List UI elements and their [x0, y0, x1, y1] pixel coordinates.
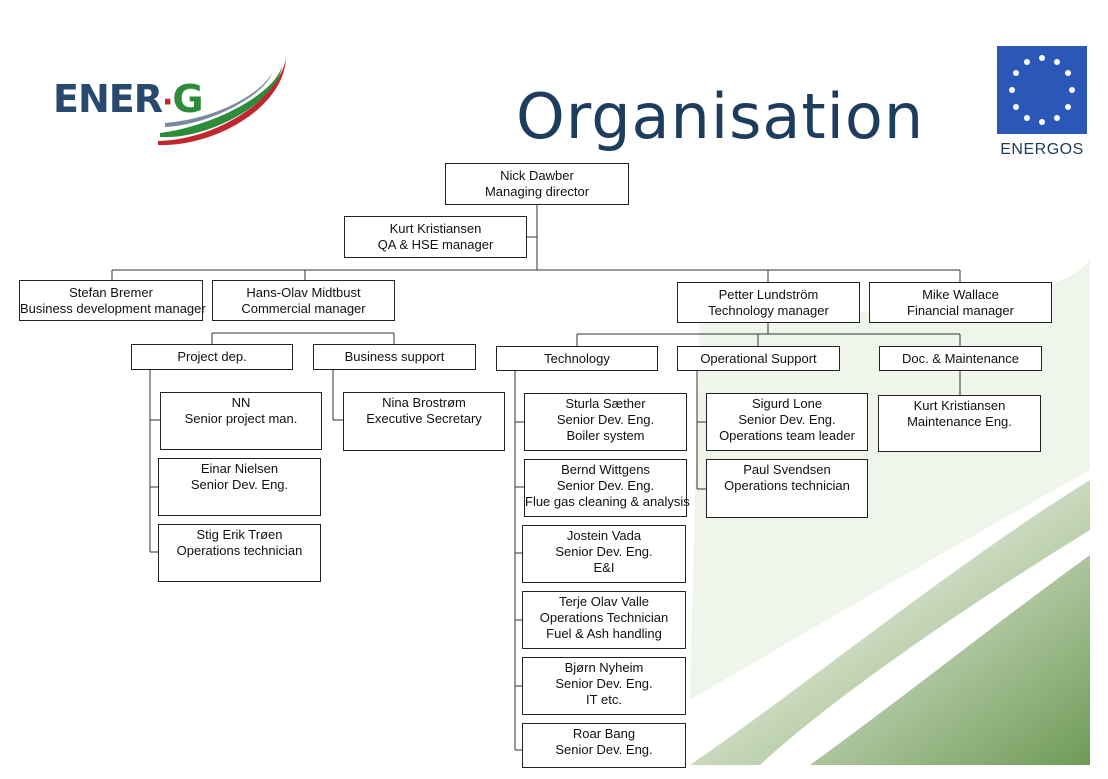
logo-dot: · [161, 85, 173, 120]
node-role: Executive Secretary [366, 411, 482, 426]
node-area: Flue gas cleaning & analysis [525, 494, 690, 509]
org-dept-project: Project dep. [131, 344, 293, 370]
org-dept-operational-support: Operational Support [677, 346, 840, 371]
node-role: Senior Dev. Eng. [738, 412, 836, 427]
org-node-bjorn: Bjørn Nyheim Senior Dev. Eng. IT etc. [522, 657, 686, 715]
node-name: Bernd Wittgens [561, 462, 650, 477]
node-name: Sigurd Lone [751, 396, 823, 411]
dept-label: Doc. & Maintenance [901, 350, 1020, 366]
node-role: Senior project man. [184, 411, 298, 426]
org-node-jostein: Jostein Vada Senior Dev. Eng. E&I [522, 525, 686, 583]
node-name: Petter Lundström [718, 286, 819, 302]
node-role: Business development manager [20, 300, 206, 316]
node-area: Operations team leader [719, 428, 855, 443]
node-name: Roar Bang [572, 726, 636, 741]
org-node-kurt-qa: Kurt Kristiansen QA & HSE manager [344, 216, 527, 258]
node-name: Hans-Olav Midtbust [246, 284, 361, 300]
eu-label: ENERGOS [1000, 141, 1084, 158]
logo-letter: G [172, 77, 203, 121]
org-node-einar: Einar Nielsen Senior Dev. Eng. [158, 458, 321, 516]
node-role: Senior Dev. Eng. [555, 544, 653, 559]
org-node-petter: Petter Lundström Technology manager [677, 282, 860, 323]
org-node-nn: NN Senior project man. [160, 392, 322, 450]
node-name: Mike Wallace [922, 286, 999, 302]
logo-text: ENER [53, 77, 163, 121]
node-role: Operations Technician [539, 610, 669, 625]
node-role: Senior Dev. Eng. [556, 412, 655, 427]
org-node-roar: Roar Bang Senior Dev. Eng. [522, 723, 686, 768]
eu-flag-icon [997, 46, 1087, 134]
node-role: Senior Dev. Eng. [556, 478, 655, 493]
node-role: Technology manager [708, 302, 829, 318]
dept-label: Project dep. [177, 349, 247, 364]
node-name: Stefan Bremer [69, 284, 153, 300]
node-role: QA & HSE manager [377, 237, 494, 252]
node-name: Stig Erik Trøen [196, 527, 283, 542]
org-dept-doc-maintenance: Doc. & Maintenance [879, 346, 1042, 371]
org-node-sturla: Sturla Sæther Senior Dev. Eng. Boiler sy… [524, 393, 687, 451]
node-role: Senior Dev. Eng. [555, 742, 653, 757]
node-role: Commercial manager [241, 300, 366, 316]
node-role: Senior Dev. Eng. [190, 477, 289, 492]
node-role: Operations technician [724, 478, 850, 493]
node-name: Sturla Sæther [565, 396, 646, 411]
node-area: E&I [593, 560, 615, 575]
node-name: Nina Brostrøm [382, 395, 466, 410]
node-role: Maintenance Eng. [907, 414, 1012, 429]
org-node-terje: Terje Olav Valle Operations Technician F… [522, 591, 686, 649]
org-dept-technology: Technology [496, 346, 658, 371]
node-area: IT etc. [586, 692, 622, 707]
dept-label: Business support [344, 349, 445, 364]
node-name: Bjørn Nyheim [564, 660, 644, 675]
org-node-stefan-bremer: Stefan Bremer Business development manag… [19, 280, 206, 321]
org-node-bernd: Bernd Wittgens Senior Dev. Eng. Flue gas… [524, 459, 690, 517]
org-node-paul: Paul Svendsen Operations technician [706, 459, 868, 518]
node-name: Paul Svendsen [743, 462, 831, 477]
node-area: Fuel & Ash handling [546, 626, 662, 641]
node-name: Einar Nielsen [200, 461, 279, 476]
dept-label: Technology [544, 350, 610, 366]
node-role: Operations technician [176, 543, 303, 558]
node-name: NN [231, 395, 251, 410]
org-node-sigurd: Sigurd Lone Senior Dev. Eng. Operations … [706, 393, 868, 451]
node-role: Managing director [484, 184, 590, 199]
org-node-hans-olav: Hans-Olav Midtbust Commercial manager [212, 280, 395, 321]
node-name: Terje Olav Valle [558, 594, 650, 609]
node-name: Jostein Vada [566, 528, 642, 543]
org-node-nina: Nina Brostrøm Executive Secretary [343, 392, 505, 451]
dept-label: Operational Support [700, 350, 817, 366]
org-node-mike: Mike Wallace Financial manager [869, 282, 1052, 323]
node-role: Senior Dev. Eng. [555, 676, 653, 691]
org-dept-business-support: Business support [313, 344, 476, 370]
page-title: Organisation [516, 80, 925, 153]
org-node-stig: Stig Erik Trøen Operations technician [158, 524, 321, 582]
org-node-kurt-maintenance: Kurt Kristiansen Maintenance Eng. [878, 395, 1041, 452]
org-node-nick-dawber: Nick Dawber Managing director [445, 163, 629, 205]
node-name: Nick Dawber [500, 168, 574, 183]
logo-swoosh-icon [158, 57, 286, 146]
node-area: Boiler system [566, 428, 645, 443]
node-role: Financial manager [907, 302, 1014, 318]
node-name: Kurt Kristiansen [913, 398, 1006, 413]
node-name: Kurt Kristiansen [389, 221, 482, 236]
